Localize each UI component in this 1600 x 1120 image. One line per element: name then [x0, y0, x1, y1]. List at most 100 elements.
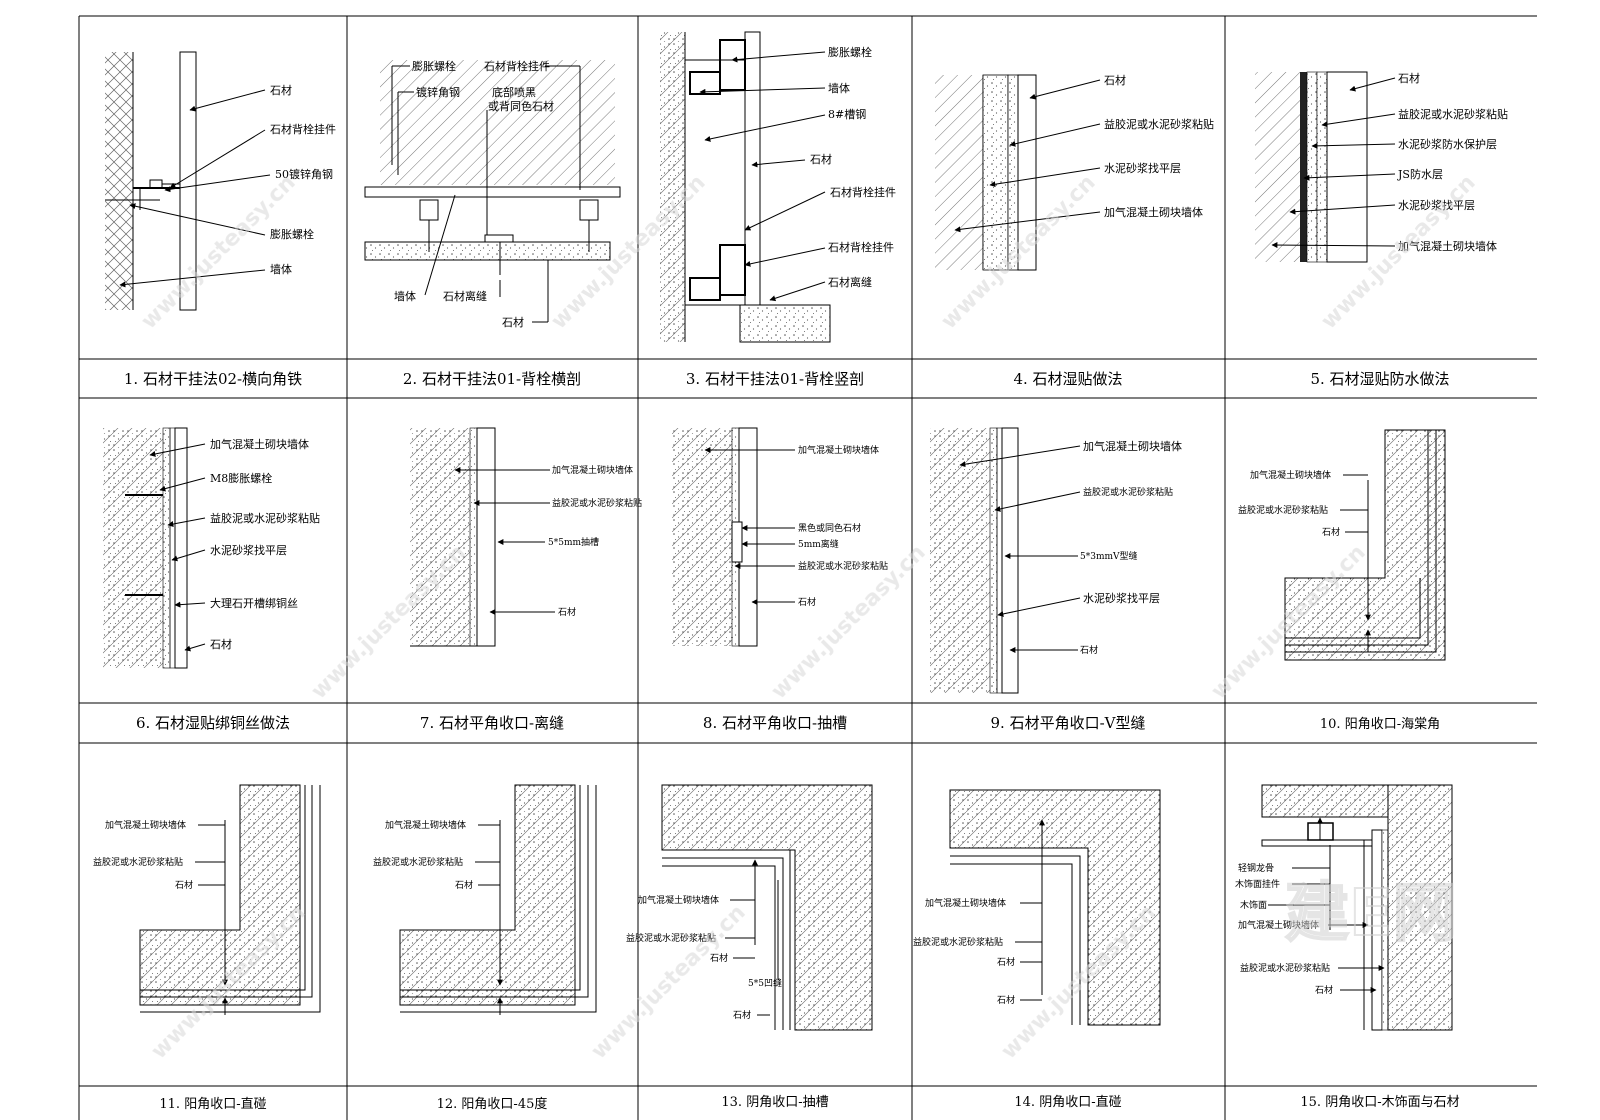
svg-text:加气混凝土砌块墙体: 加气混凝土砌块墙体	[798, 444, 879, 456]
panel-9-drawing	[930, 427, 1019, 694]
panel-3-labels: 膨胀螺栓 墙体 8#槽钢 石材 石材背栓挂件 石材背栓挂件 石材离缝	[699, 45, 896, 302]
svg-text:石材: 石材	[710, 952, 728, 964]
svg-text:石材: 石材	[997, 956, 1015, 968]
svg-text:加气混凝土砌块墙体: 加气混凝土砌块墙体	[1238, 919, 1319, 931]
panel-5-drawing	[1255, 71, 1368, 263]
svg-text:益胶泥或水泥砂浆粘贴: 益胶泥或水泥砂浆粘贴	[1083, 486, 1173, 498]
svg-text:底部喷黑: 底部喷黑	[492, 85, 536, 99]
svg-text:石材: 石材	[455, 879, 473, 891]
panel-15-drawing	[1261, 784, 1453, 1031]
svg-text:益胶泥或水泥砂浆粘贴: 益胶泥或水泥砂浆粘贴	[1104, 117, 1214, 131]
svg-text:墙体: 墙体	[270, 262, 292, 276]
panel-10-labels: 加气混凝土砌块墙体 益胶泥或水泥砂浆粘贴 石材	[1238, 469, 1371, 652]
svg-text:益胶泥或水泥砂浆粘贴: 益胶泥或水泥砂浆粘贴	[1240, 962, 1330, 974]
svg-text:石材: 石材	[1080, 644, 1098, 656]
svg-text:5*3mmV型缝: 5*3mmV型缝	[1080, 550, 1138, 562]
captions: 1. 石材干挂法02-横向角铁 2. 石材干挂法01-背栓横剖 3. 石材干挂法…	[124, 370, 1460, 1112]
svg-text:石材: 石材	[210, 637, 232, 651]
panel-7-drawing	[410, 427, 496, 647]
svg-text:加气混凝土砌块墙体: 加气混凝土砌块墙体	[638, 894, 719, 906]
panel-9-labels: 加气混凝土砌块墙体 益胶泥或水泥砂浆粘贴 5*3mmV型缝 水泥砂浆找平层 石材	[959, 439, 1182, 656]
svg-text:水泥砂浆找平层: 水泥砂浆找平层	[1398, 198, 1475, 212]
svg-text:益胶泥或水泥砂浆粘贴: 益胶泥或水泥砂浆粘贴	[798, 560, 888, 572]
svg-text:膨胀螺栓: 膨胀螺栓	[412, 59, 456, 73]
svg-text:加气混凝土砌块墙体: 加气混凝土砌块墙体	[925, 897, 1006, 909]
caption-8: 8. 石材平角收口-抽槽	[703, 714, 847, 732]
svg-text:石材: 石材	[558, 606, 576, 618]
svg-text:加气混凝土砌块墙体: 加气混凝土砌块墙体	[1104, 205, 1203, 219]
svg-text:益胶泥或水泥砂浆粘贴: 益胶泥或水泥砂浆粘贴	[1398, 107, 1508, 121]
panel-14-labels: 加气混凝土砌块墙体 益胶泥或水泥砂浆粘贴 石材 石材	[913, 819, 1045, 1006]
svg-text:M8膨胀螺栓: M8膨胀螺栓	[210, 471, 272, 485]
panel-1-drawing	[105, 51, 197, 311]
panel-7-labels: 加气混凝土砌块墙体 益胶泥或水泥砂浆粘贴 5*5mm抽槽 石材	[454, 464, 642, 618]
panel-4-labels: 石材 益胶泥或水泥砂浆粘贴 水泥砂浆找平层 加气混凝土砌块墙体	[954, 73, 1214, 233]
svg-text:石材: 石材	[502, 315, 524, 329]
caption-4: 4. 石材湿贴做法	[1013, 370, 1122, 388]
caption-15: 15. 阴角收口-木饰面与石材	[1300, 1095, 1459, 1110]
svg-text:8#槽钢: 8#槽钢	[828, 108, 866, 121]
watermark-text-9: www.justeasy.cn	[587, 900, 751, 1064]
svg-text:石材: 石材	[270, 83, 292, 97]
caption-13: 13. 阴角收口-抽槽	[721, 1095, 828, 1110]
svg-text:大理石开槽绑铜丝: 大理石开槽绑铜丝	[210, 596, 298, 610]
svg-text:镀锌角钢: 镀锌角钢	[416, 85, 460, 99]
svg-text:加气混凝土砌块墙体: 加气混凝土砌块墙体	[210, 437, 309, 451]
grid-frame	[78, 15, 1537, 1120]
watermark-text-1: www.justeasy.cn	[137, 170, 301, 334]
svg-text:石材离缝: 石材离缝	[828, 275, 872, 289]
svg-text:石材: 石材	[175, 879, 193, 891]
svg-text:加气混凝土砌块墙体: 加气混凝土砌块墙体	[552, 464, 633, 476]
panel-6-drawing	[103, 427, 188, 669]
svg-text:益胶泥或水泥砂浆粘贴: 益胶泥或水泥砂浆粘贴	[373, 856, 463, 868]
panel-5-labels: 石材 益胶泥或水泥砂浆粘贴 水泥砂浆防水保护层 JS防水层 水泥砂浆找平层 加气…	[1271, 71, 1508, 253]
panel-10-drawing	[1284, 429, 1446, 661]
svg-text:石材: 石材	[1104, 73, 1126, 87]
caption-5: 5. 石材湿贴防水做法	[1310, 370, 1449, 388]
panel-1-labels: 石材 石材背栓挂件 50镀锌角钢 膨胀螺栓 墙体	[119, 83, 336, 288]
panel-8-drawing	[672, 427, 758, 647]
svg-text:木饰面挂件: 木饰面挂件	[1235, 878, 1280, 890]
panel-11-drawing	[139, 784, 321, 1013]
svg-text:石材: 石材	[798, 596, 816, 608]
svg-text:加气混凝土砌块墙体: 加气混凝土砌块墙体	[105, 819, 186, 831]
svg-text:JS防水层: JS防水层	[1397, 167, 1443, 181]
svg-text:石材: 石材	[1315, 984, 1333, 996]
svg-text:50镀锌角钢: 50镀锌角钢	[275, 167, 333, 181]
svg-text:5*5mm抽槽: 5*5mm抽槽	[548, 536, 599, 548]
panel-12-drawing	[399, 784, 597, 1013]
svg-text:石材背栓挂件: 石材背栓挂件	[830, 185, 896, 199]
svg-text:益胶泥或水泥砂浆粘贴: 益胶泥或水泥砂浆粘贴	[210, 511, 320, 525]
panel-13-labels: 加气混凝土砌块墙体 益胶泥或水泥砂浆粘贴 石材 5*5凹缝 石材	[626, 859, 782, 1021]
svg-text:黑色或同色石材: 黑色或同色石材	[798, 522, 861, 534]
svg-text:石材: 石材	[1398, 71, 1420, 85]
caption-3: 3. 石材干挂法01-背栓竖剖	[686, 370, 864, 388]
svg-text:石材: 石材	[733, 1009, 751, 1021]
svg-text:水泥砂浆防水保护层: 水泥砂浆防水保护层	[1398, 137, 1497, 151]
svg-text:石材离缝: 石材离缝	[443, 289, 487, 303]
watermark-brand-logo: 建E网	[1285, 877, 1457, 951]
svg-text:或背同色石材: 或背同色石材	[488, 99, 554, 113]
svg-text:石材背栓挂件: 石材背栓挂件	[484, 59, 550, 73]
svg-text:墙体: 墙体	[828, 81, 850, 95]
svg-text:水泥砂浆找平层: 水泥砂浆找平层	[1083, 591, 1160, 605]
panel-11-labels: 加气混凝土砌块墙体 益胶泥或水泥砂浆粘贴 石材	[93, 819, 228, 1015]
panel-2-labels: 膨胀螺栓 镀锌角钢 石材背栓挂件 底部喷黑 或背同色石材 墙体 石材离缝 石材	[391, 59, 581, 329]
panel-15-labels: 轻钢龙骨 木饰面挂件 木饰面 加气混凝土砌块墙体 益胶泥或水泥砂浆粘贴 石材	[1235, 817, 1385, 996]
svg-text:轻钢龙骨: 轻钢龙骨	[1238, 862, 1274, 874]
svg-text:益胶泥或水泥砂浆粘贴: 益胶泥或水泥砂浆粘贴	[1238, 504, 1328, 516]
svg-text:石材背栓挂件: 石材背栓挂件	[270, 122, 336, 136]
svg-text:膨胀螺栓: 膨胀螺栓	[270, 227, 314, 241]
panel-14-drawing	[949, 789, 1161, 1026]
svg-text:5*5凹缝: 5*5凹缝	[748, 977, 782, 989]
caption-9: 9. 石材平角收口-V型缝	[991, 714, 1146, 732]
svg-text:益胶泥或水泥砂浆粘贴: 益胶泥或水泥砂浆粘贴	[913, 936, 1003, 948]
svg-text:石材背栓挂件: 石材背栓挂件	[828, 240, 894, 254]
caption-14: 14. 阴角收口-直碰	[1014, 1095, 1121, 1110]
svg-text:益胶泥或水泥砂浆粘贴: 益胶泥或水泥砂浆粘贴	[552, 497, 642, 509]
svg-text:水泥砂浆找平层: 水泥砂浆找平层	[1104, 161, 1181, 175]
svg-text:加气混凝土砌块墙体: 加气混凝土砌块墙体	[1083, 439, 1182, 453]
caption-2: 2. 石材干挂法01-背栓横剖	[403, 370, 581, 388]
svg-text:石材: 石材	[810, 152, 832, 166]
